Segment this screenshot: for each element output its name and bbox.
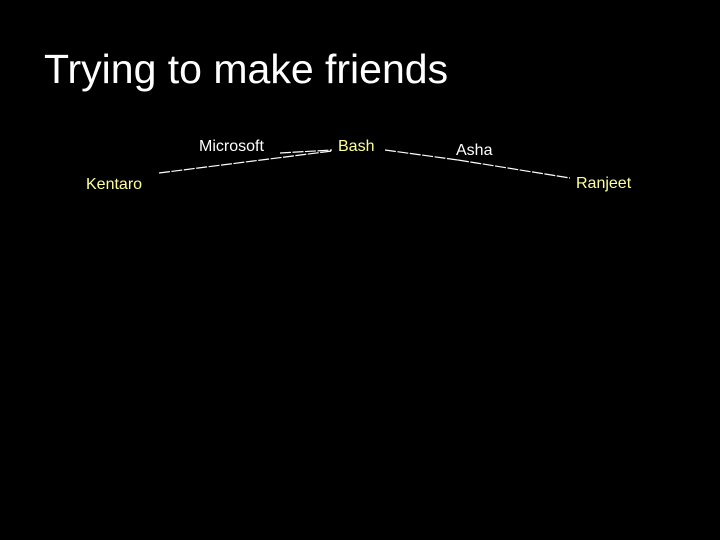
edge-bash-asha: [384, 149, 459, 161]
node-microsoft: Microsoft: [199, 138, 264, 155]
node-asha: Asha: [456, 142, 493, 159]
edge-kentaro-microsoft: [158, 150, 333, 174]
edge-asha-ranjeet: [457, 159, 571, 179]
node-bash: Bash: [338, 138, 375, 155]
node-ranjeet: Ranjeet: [576, 175, 632, 192]
slide-title: Trying to make friends: [44, 46, 449, 92]
node-kentaro: Kentaro: [86, 176, 143, 193]
edge-microsoft-bash: [279, 149, 333, 154]
